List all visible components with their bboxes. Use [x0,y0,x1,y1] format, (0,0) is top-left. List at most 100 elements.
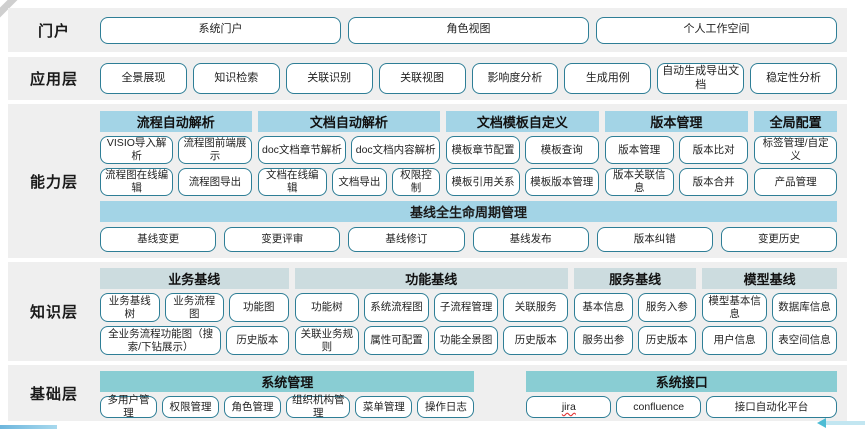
item-button: 稳定性分析 [750,63,837,94]
item-button: 业务流程图 [164,293,225,322]
item-button: 用户信息 [702,326,768,355]
item-button: 接口自动化平台 [706,396,837,418]
group-row: 多用户管理权限管理角色管理组织机构管理菜单管理操作日志 [100,394,475,419]
group-header: 功能基线 [294,268,569,289]
group-column: 服务基线基本信息服务入参服务出参历史版本 [574,268,697,355]
item-button: 影响度分析 [471,63,559,94]
item-button: 功能树 [294,293,360,322]
item-button: 自动生成导出文档 [657,63,745,94]
item-button: 模板版本管理 [524,168,599,196]
layer-label-foundation: 基础层 [29,385,78,403]
item-button: 菜单管理 [355,396,413,418]
item-button: 历史版本 [226,326,289,355]
item-button: 流程图前端展示 [178,136,252,164]
item-button: 基线发布 [472,227,589,252]
group-column: 文档模板自定义模板章节配置模板查询模板引用关系模板版本管理 [446,111,599,196]
item-button: 历史版本 [503,326,569,355]
item-button: 功能全景图 [433,326,499,355]
item-button: 系统门户 [100,16,341,44]
item-button: 变更评审 [224,227,341,252]
group-header: 系统管理 [100,371,475,392]
group-row: 全业务流程功能图（搜索/下钻展示）历史版本 [100,326,289,355]
group-header: 模型基线 [702,268,837,289]
item-button: 权限管理 [162,396,220,418]
item-button: 功能图 [229,293,289,322]
layer-application-content: 全景展现知识检索关联识别关联视图影响度分析生成用例自动生成导出文档稳定性分析 [100,57,847,100]
item-button: 版本关联信息 [604,168,674,196]
group-row: 用户信息表空间信息 [702,326,837,355]
item-button: 组织机构管理 [286,394,351,419]
item-button: 系统流程图 [364,293,429,322]
item-button: 属性可配置 [364,326,429,355]
item-button: 多用户管理 [100,394,158,419]
group-row: 标签管理/自定义 [754,136,837,164]
item-button: 流程图在线编辑 [100,168,174,196]
item-button: 变更历史 [720,227,838,252]
item-button: 个人工作空间 [596,16,837,44]
item-button: 模板查询 [524,136,599,164]
group-row: 模板章节配置模板查询 [446,136,599,164]
item-button: 文档导出 [331,168,387,196]
item-button: VISIO导入解析 [100,136,174,164]
item-button: 版本管理 [604,136,674,164]
item-button: 基线修订 [348,227,465,252]
group-row: VISIO导入解析流程图前端展示 [100,136,252,164]
item-button: 全景展现 [100,63,187,94]
item-button: 全业务流程功能图（搜索/下钻展示） [100,326,222,355]
layer-label-knowledge: 知识层 [29,304,78,321]
item-button: 业务基线树 [100,293,160,322]
group-row: 基本信息服务入参 [574,293,697,322]
item-button: 产品管理 [754,168,837,196]
layer-portal: 门户 系统门户角色视图个人工作空间 [8,8,847,52]
item-button: 角色管理 [224,396,282,418]
item-button: 流程图导出 [178,168,252,196]
item-button: 基线变更 [100,227,217,252]
group-row: 关联业务规则属性可配置功能全景图历史版本 [294,326,569,355]
button-row: 全景展现知识检索关联识别关联视图影响度分析生成用例自动生成导出文档稳定性分析 [100,63,837,94]
group-row: 版本关联信息版本合并 [604,168,749,196]
item-button: 服务入参 [637,293,697,322]
item-button: 操作日志 [417,396,475,418]
item-button: 子流程管理 [433,293,499,322]
group-row: 版本管理版本比对 [604,136,749,164]
group-column: 业务基线业务基线树业务流程图功能图全业务流程功能图（搜索/下钻展示）历史版本 [100,268,289,355]
group-column: 模型基线模型基本信息数据库信息用户信息表空间信息 [702,268,837,355]
group-row: 业务基线树业务流程图功能图 [100,293,289,322]
item-button: 基本信息 [574,293,633,322]
item-button: 模型基本信息 [702,293,768,322]
item-button: 关联服务 [503,293,569,322]
baseline-lifecycle-header: 基线全生命周期管理 [100,201,837,222]
group-row: 服务出参历史版本 [574,326,697,355]
group-column: 版本管理版本管理版本比对版本关联信息版本合并 [604,111,749,196]
item-button: 模板章节配置 [446,136,520,164]
layer-portal-content: 系统门户角色视图个人工作空间 [100,8,847,52]
group-header: 服务基线 [574,268,697,289]
button-row: 系统门户角色视图个人工作空间 [100,16,837,44]
item-button: 版本合并 [678,168,749,196]
group-row: 文档在线编辑文档导出权限控制 [257,168,441,196]
group-header: 文档模板自定义 [446,111,599,132]
group-header: 系统接口 [526,371,837,392]
item-button: 角色视图 [348,16,589,44]
group-columns: 业务基线业务基线树业务流程图功能图全业务流程功能图（搜索/下钻展示）历史版本功能… [100,268,837,355]
item-button: jira [526,396,612,418]
item-button: 知识检索 [192,63,280,94]
group-header: 全局配置 [754,111,837,132]
group-header: 版本管理 [604,111,749,132]
group-header: 文档自动解析 [257,111,441,132]
item-button: 版本比对 [678,136,749,164]
group-header: 业务基线 [100,268,289,289]
group-row: 模型基本信息数据库信息 [702,293,837,322]
item-button: 关联视图 [378,63,466,94]
item-button: 数据库信息 [772,293,837,322]
item-button: 权限控制 [392,168,441,196]
